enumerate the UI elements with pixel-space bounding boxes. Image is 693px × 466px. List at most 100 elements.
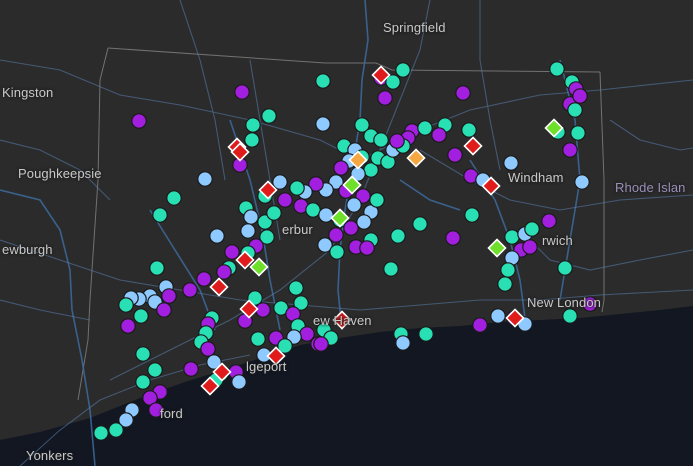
lightblue-circle-marker[interactable] xyxy=(395,335,411,351)
lightblue-circle-marker[interactable] xyxy=(318,207,334,223)
teal-circle-marker[interactable] xyxy=(261,108,277,124)
purple-circle-marker[interactable] xyxy=(200,341,216,357)
teal-circle-marker[interactable] xyxy=(305,202,321,218)
purple-circle-marker[interactable] xyxy=(359,240,375,256)
purple-circle-marker[interactable] xyxy=(196,271,212,287)
purple-circle-marker[interactable] xyxy=(313,336,329,352)
teal-circle-marker[interactable] xyxy=(289,180,305,196)
purple-circle-marker[interactable] xyxy=(582,296,598,312)
red-diamond-marker[interactable] xyxy=(200,376,220,396)
teal-circle-marker[interactable] xyxy=(135,374,151,390)
teal-circle-marker[interactable] xyxy=(461,122,477,138)
teal-circle-marker[interactable] xyxy=(244,132,260,148)
purple-circle-marker[interactable] xyxy=(156,302,172,318)
purple-circle-marker[interactable] xyxy=(234,84,250,100)
lightblue-circle-marker[interactable] xyxy=(356,214,372,230)
lightblue-circle-marker[interactable] xyxy=(231,374,247,390)
green-diamond-marker[interactable] xyxy=(330,208,350,228)
teal-circle-marker[interactable] xyxy=(288,280,304,296)
green-diamond-marker[interactable] xyxy=(544,118,564,138)
teal-circle-marker[interactable] xyxy=(259,229,275,245)
teal-circle-marker[interactable] xyxy=(395,62,411,78)
lightblue-circle-marker[interactable] xyxy=(197,171,213,187)
teal-circle-marker[interactable] xyxy=(383,261,399,277)
lightblue-circle-marker[interactable] xyxy=(272,174,288,190)
teal-circle-marker[interactable] xyxy=(245,117,261,133)
purple-circle-marker[interactable] xyxy=(447,147,463,163)
lightblue-circle-marker[interactable] xyxy=(317,237,333,253)
lightblue-circle-marker[interactable] xyxy=(240,223,256,239)
purple-circle-marker[interactable] xyxy=(308,176,324,192)
teal-circle-marker[interactable] xyxy=(354,117,370,133)
purple-circle-marker[interactable] xyxy=(182,282,198,298)
purple-circle-marker[interactable] xyxy=(431,127,447,143)
teal-circle-marker[interactable] xyxy=(315,73,331,89)
lightblue-circle-marker[interactable] xyxy=(490,308,506,324)
teal-circle-marker[interactable] xyxy=(152,207,168,223)
purple-circle-marker[interactable] xyxy=(343,220,359,236)
lightblue-circle-marker[interactable] xyxy=(574,174,590,190)
green-diamond-marker[interactable] xyxy=(249,257,269,277)
purple-circle-marker[interactable] xyxy=(183,361,199,377)
purple-circle-marker[interactable] xyxy=(389,133,405,149)
lightblue-circle-marker[interactable] xyxy=(243,209,259,225)
purple-circle-marker[interactable] xyxy=(120,318,136,334)
teal-circle-marker[interactable] xyxy=(266,205,282,221)
teal-circle-marker[interactable] xyxy=(293,295,309,311)
red-diamond-marker[interactable] xyxy=(209,277,229,297)
red-diamond-marker[interactable] xyxy=(230,142,250,162)
purple-circle-marker[interactable] xyxy=(148,402,164,418)
teal-circle-marker[interactable] xyxy=(497,276,513,292)
purple-circle-marker[interactable] xyxy=(328,227,344,243)
teal-circle-marker[interactable] xyxy=(570,125,586,141)
teal-circle-marker[interactable] xyxy=(135,346,151,362)
red-diamond-marker[interactable] xyxy=(481,176,501,196)
teal-circle-marker[interactable] xyxy=(562,308,578,324)
red-diamond-marker[interactable] xyxy=(266,346,286,366)
orange-diamond-marker[interactable] xyxy=(348,150,368,170)
red-diamond-marker[interactable] xyxy=(239,299,259,319)
red-diamond-marker[interactable] xyxy=(258,180,278,200)
teal-circle-marker[interactable] xyxy=(504,229,520,245)
teal-circle-marker[interactable] xyxy=(166,190,182,206)
purple-circle-marker[interactable] xyxy=(216,264,232,280)
teal-circle-marker[interactable] xyxy=(464,207,480,223)
green-diamond-marker[interactable] xyxy=(342,175,362,195)
purple-circle-marker[interactable] xyxy=(255,302,271,318)
teal-circle-marker[interactable] xyxy=(277,338,293,354)
lightblue-circle-marker[interactable] xyxy=(206,354,222,370)
red-diamond-marker[interactable] xyxy=(212,362,232,382)
teal-circle-marker[interactable] xyxy=(557,260,573,276)
teal-circle-marker[interactable] xyxy=(385,74,401,90)
teal-circle-marker[interactable] xyxy=(147,362,163,378)
teal-circle-marker[interactable] xyxy=(93,425,109,441)
teal-circle-marker[interactable] xyxy=(369,192,385,208)
lightblue-circle-marker[interactable] xyxy=(209,228,225,244)
teal-circle-marker[interactable] xyxy=(412,216,428,232)
red-diamond-marker[interactable] xyxy=(332,310,352,330)
purple-circle-marker[interactable] xyxy=(131,113,147,129)
lightblue-circle-marker[interactable] xyxy=(346,197,362,213)
teal-circle-marker[interactable] xyxy=(417,120,433,136)
teal-circle-marker[interactable] xyxy=(567,102,583,118)
purple-circle-marker[interactable] xyxy=(472,317,488,333)
lightblue-circle-marker[interactable] xyxy=(315,116,331,132)
teal-circle-marker[interactable] xyxy=(373,132,389,148)
teal-circle-marker[interactable] xyxy=(108,422,124,438)
teal-circle-marker[interactable] xyxy=(133,308,149,324)
purple-circle-marker[interactable] xyxy=(277,192,293,208)
teal-circle-marker[interactable] xyxy=(118,297,134,313)
red-diamond-marker[interactable] xyxy=(371,65,391,85)
purple-circle-marker[interactable] xyxy=(445,230,461,246)
purple-circle-marker[interactable] xyxy=(455,85,471,101)
lightblue-circle-marker[interactable] xyxy=(118,412,134,428)
teal-circle-marker[interactable] xyxy=(524,221,540,237)
purple-circle-marker[interactable] xyxy=(377,90,393,106)
red-diamond-marker[interactable] xyxy=(235,250,255,270)
purple-circle-marker[interactable] xyxy=(161,288,177,304)
purple-circle-marker[interactable] xyxy=(562,142,578,158)
purple-circle-marker[interactable] xyxy=(572,88,588,104)
teal-circle-marker[interactable] xyxy=(549,61,565,77)
